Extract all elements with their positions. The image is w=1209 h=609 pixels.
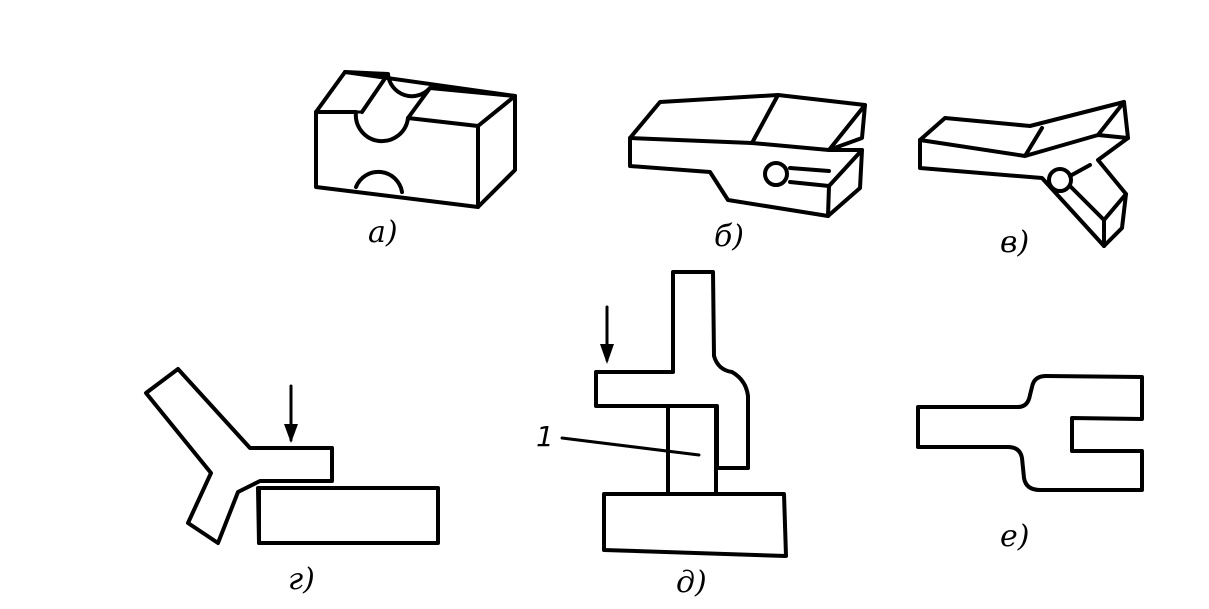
part-g-setup xyxy=(144,367,440,545)
part-b-forked-rod xyxy=(628,93,867,218)
caption-e: е) xyxy=(1000,519,1029,554)
caption-a: а) xyxy=(368,215,398,250)
arrow-d-down-icon xyxy=(600,305,614,364)
callout-1: 1 xyxy=(536,420,701,457)
part-e-fork-profile xyxy=(916,374,1144,492)
caption-g: г) xyxy=(288,562,315,597)
arrow-g-down-icon xyxy=(284,384,298,443)
caption-v: в) xyxy=(1000,225,1029,260)
caption-b: б) xyxy=(714,219,744,254)
callout-1-label: 1 xyxy=(536,420,554,453)
part-a-notched-block xyxy=(314,70,517,209)
part-v-y-fork xyxy=(918,100,1130,248)
caption-d: д) xyxy=(676,565,707,600)
part-d-setup xyxy=(594,270,788,558)
